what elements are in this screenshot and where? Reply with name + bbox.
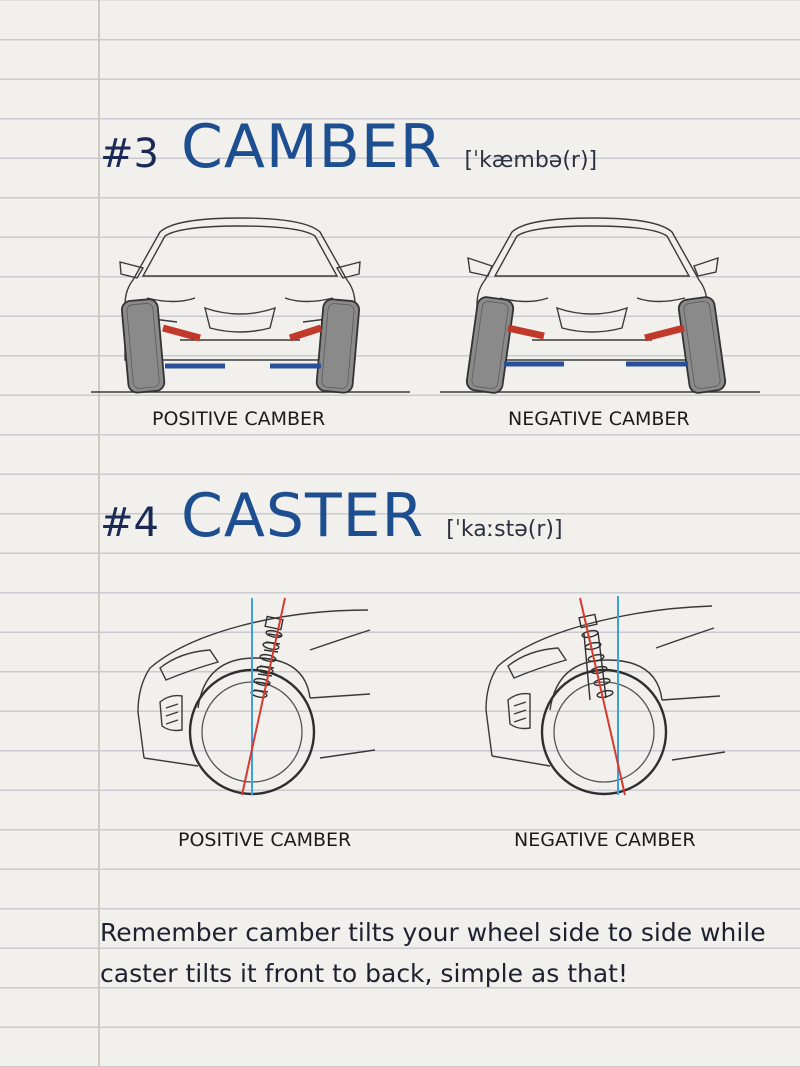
camber-negative-caption: NEGATIVE CAMBER: [508, 408, 690, 430]
camber-heading: #3 CAMBER [ˈkæmbə(r)]: [100, 112, 597, 182]
camber-number: #3: [100, 131, 159, 177]
summary-note: Remember camber tilts your wheel side to…: [100, 918, 766, 988]
caster-negative-caption: NEGATIVE CAMBER: [514, 829, 696, 851]
car-side-positive-caster-icon: [137, 597, 376, 796]
car-side-negative-caster-icon: [485, 596, 726, 796]
caster-number: #4: [100, 500, 159, 546]
camber-positive-caption: POSITIVE CAMBER: [152, 408, 326, 430]
caster-positive-caption: POSITIVE CAMBER: [178, 829, 352, 851]
car-front-positive-camber-icon: [91, 217, 410, 394]
caster-heading: #4 CASTER [ˈkaːstə(r)]: [100, 481, 563, 551]
caster-title: CASTER: [180, 481, 425, 551]
notebook-margin-line: [98, 0, 100, 1067]
caster-pronunciation: [ˈkaːstə(r)]: [446, 517, 563, 542]
car-front-negative-camber-icon: [440, 217, 760, 394]
camber-title: CAMBER: [180, 112, 443, 182]
camber-pronunciation: [ˈkæmbə(r)]: [464, 148, 598, 173]
